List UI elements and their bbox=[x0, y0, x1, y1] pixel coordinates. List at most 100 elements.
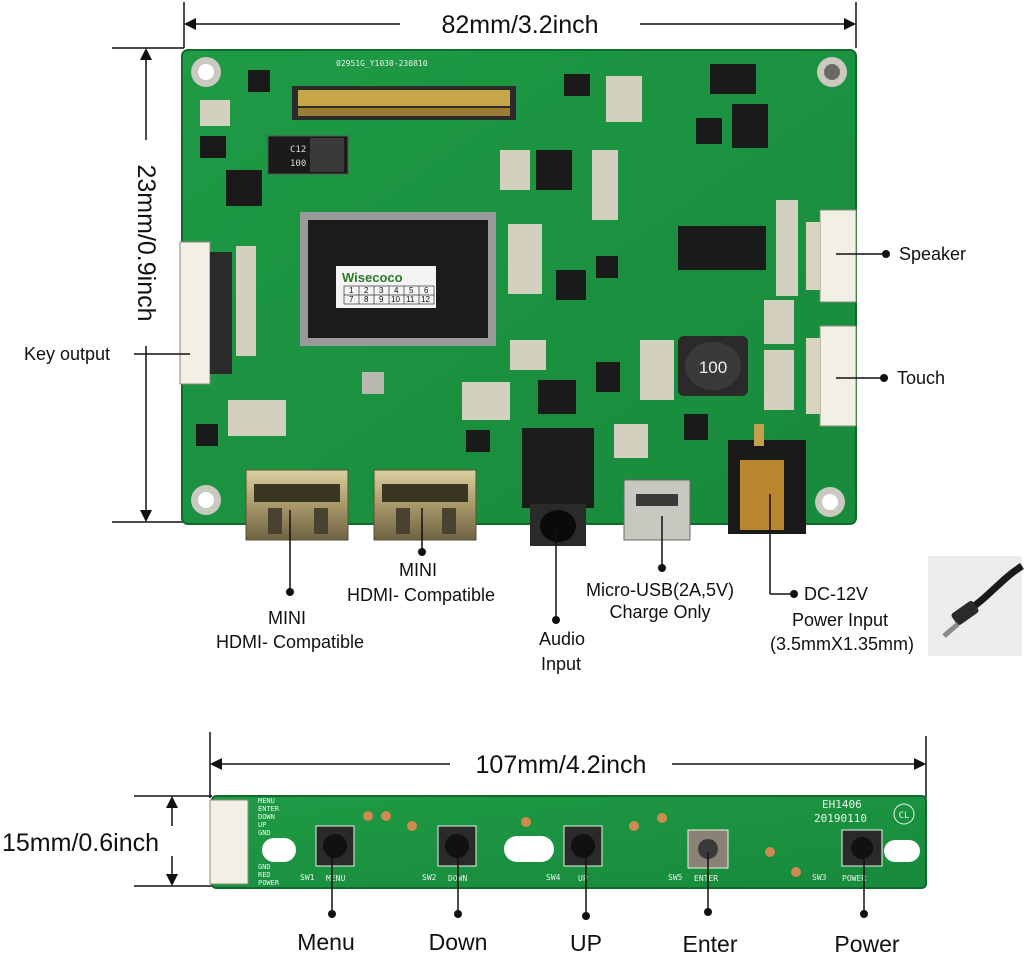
svg-text:DOWN: DOWN bbox=[258, 813, 275, 821]
svg-text:UP: UP bbox=[570, 930, 602, 956]
svg-text:CL: CL bbox=[899, 811, 910, 821]
svg-text:GND: GND bbox=[258, 863, 271, 871]
callout-audio-input: Audio Input bbox=[539, 530, 585, 674]
keypad-width-dimension: 107mm/4.2inch bbox=[209, 732, 927, 798]
board-height-label: 23mm/0.9inch bbox=[132, 164, 160, 321]
keypad-date: 20190110 bbox=[814, 812, 867, 825]
board-id-text: 02951G_Y1030-230810 bbox=[336, 59, 428, 68]
audio-jack bbox=[522, 428, 594, 546]
crystal bbox=[362, 372, 384, 394]
svg-text:100: 100 bbox=[290, 159, 306, 169]
svg-text:Touch: Touch bbox=[897, 368, 945, 388]
board-width-label: 82mm/3.2inch bbox=[441, 11, 598, 39]
svg-text:7: 7 bbox=[349, 295, 354, 304]
svg-text:Down: Down bbox=[429, 929, 488, 955]
mini-hdmi-port-2 bbox=[373, 469, 477, 541]
small-components bbox=[196, 64, 768, 452]
keypad-width-label: 107mm/4.2inch bbox=[476, 751, 647, 779]
svg-text:UP: UP bbox=[258, 821, 266, 829]
dc-power-jack bbox=[728, 424, 806, 534]
svg-text:5: 5 bbox=[409, 286, 414, 295]
touch-connector bbox=[806, 325, 857, 427]
svg-text:MINI: MINI bbox=[399, 560, 437, 580]
svg-text:MINI: MINI bbox=[268, 608, 306, 628]
main-pcb: 02951G_Y1030-230810 C12 100 bbox=[179, 49, 857, 546]
callout-up: UP bbox=[570, 852, 602, 956]
callout-mini-hdmi-1: MINI HDMI- Compatible bbox=[216, 510, 364, 652]
svg-text:Charge Only: Charge Only bbox=[609, 602, 710, 622]
svg-text:Audio: Audio bbox=[539, 629, 585, 649]
keypad-code: EH1406 bbox=[822, 798, 862, 811]
smd-capacitor: C12 100 bbox=[267, 135, 349, 175]
svg-text:Micro-USB(2A,5V): Micro-USB(2A,5V) bbox=[586, 580, 734, 600]
svg-text:SW5: SW5 bbox=[668, 873, 683, 882]
svg-text:1: 1 bbox=[349, 286, 354, 295]
mounting-hole bbox=[191, 57, 221, 87]
keypad-height-label: 15mm/0.6inch bbox=[2, 829, 159, 857]
svg-text:ENTER: ENTER bbox=[694, 874, 718, 883]
mounting-hole bbox=[817, 57, 847, 87]
svg-text:Power Input: Power Input bbox=[792, 610, 888, 630]
svg-text:Key output: Key output bbox=[24, 344, 110, 364]
svg-text:DC-12V: DC-12V bbox=[804, 584, 868, 604]
svg-text:GND: GND bbox=[258, 829, 271, 837]
callout-micro-usb: Micro-USB(2A,5V) Charge Only bbox=[586, 516, 734, 622]
main-ic-chip: Wisecoco 1 2 3 4 5 6 7 8 9 10 11 1 bbox=[300, 212, 496, 346]
speaker-connector bbox=[806, 209, 857, 303]
callout-dc-power: DC-12V Power Input (3.5mmX1.35mm) bbox=[769, 494, 914, 654]
svg-text:Menu: Menu bbox=[297, 929, 355, 955]
svg-text:11: 11 bbox=[406, 295, 415, 304]
switch-sw5: SW5 ENTER bbox=[668, 829, 729, 883]
switch-sw3: SW3 POWER bbox=[812, 829, 883, 883]
dc-plug-image bbox=[928, 556, 1024, 656]
switch-sw1: SW1 MENU bbox=[300, 825, 355, 883]
svg-text:POWER: POWER bbox=[258, 879, 280, 887]
svg-text:Speaker: Speaker bbox=[899, 244, 966, 264]
chip-grid: 1 2 3 4 5 6 7 8 9 10 11 12 bbox=[343, 285, 435, 305]
callout-enter: Enter bbox=[683, 852, 738, 956]
svg-text:Enter: Enter bbox=[683, 931, 738, 956]
board-width-dimension: 82mm/3.2inch bbox=[183, 2, 857, 48]
svg-text:POWER: POWER bbox=[842, 874, 866, 883]
svg-text:HDMI- Compatible: HDMI- Compatible bbox=[347, 585, 495, 605]
svg-text:MENU: MENU bbox=[258, 797, 275, 805]
power-inductor: 100 bbox=[678, 336, 748, 396]
lcd-fpc-connector bbox=[292, 86, 516, 120]
svg-text:100: 100 bbox=[699, 358, 727, 377]
callout-menu: Menu bbox=[297, 852, 355, 955]
mounting-hole bbox=[191, 485, 221, 515]
key-output-connector bbox=[179, 241, 232, 385]
svg-text:Input: Input bbox=[541, 654, 581, 674]
callout-power: Power bbox=[834, 852, 900, 956]
svg-text:UP: UP bbox=[578, 874, 588, 883]
svg-text:12: 12 bbox=[421, 295, 430, 304]
board-height-dimension: 23mm/0.9inch bbox=[112, 47, 184, 523]
svg-text:3: 3 bbox=[379, 286, 384, 295]
mounting-hole bbox=[815, 487, 845, 517]
svg-text:8: 8 bbox=[364, 295, 369, 304]
svg-text:HDMI- Compatible: HDMI- Compatible bbox=[216, 632, 364, 652]
micro-usb-port bbox=[623, 479, 691, 541]
svg-text:10: 10 bbox=[391, 295, 400, 304]
svg-text:9: 9 bbox=[379, 295, 384, 304]
callout-down: Down bbox=[429, 852, 488, 955]
switch-sw4: SW4 UP bbox=[546, 825, 603, 883]
svg-text:SW4: SW4 bbox=[546, 873, 561, 882]
svg-text:6: 6 bbox=[424, 286, 429, 295]
keypad-pcb: MENU ENTER DOWN UP GND GND RED POWER EH1… bbox=[209, 795, 927, 889]
keypad-connector bbox=[209, 799, 249, 885]
svg-text:2: 2 bbox=[364, 286, 369, 295]
callout-key-output: Key output bbox=[24, 344, 190, 364]
keypad-height-dimension: 15mm/0.6inch bbox=[2, 795, 212, 887]
svg-text:ENTER: ENTER bbox=[258, 805, 280, 813]
mini-hdmi-port-1 bbox=[245, 469, 349, 541]
svg-text:SW3: SW3 bbox=[812, 873, 827, 882]
chip-logo: Wisecoco bbox=[342, 270, 403, 285]
callout-touch: Touch bbox=[836, 368, 945, 388]
svg-text:(3.5mmX1.35mm): (3.5mmX1.35mm) bbox=[770, 634, 914, 654]
svg-text:Power: Power bbox=[834, 931, 900, 956]
passive-components bbox=[200, 76, 798, 458]
svg-text:RED: RED bbox=[258, 871, 271, 879]
svg-text:MENU: MENU bbox=[326, 874, 345, 883]
